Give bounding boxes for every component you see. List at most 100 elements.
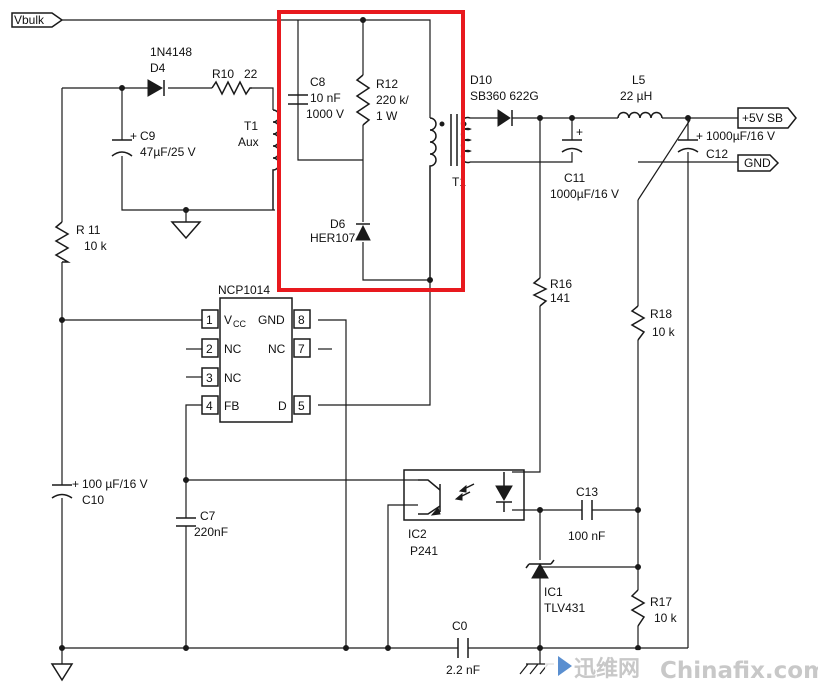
highlight-box	[277, 10, 465, 292]
svg-text:D6: D6	[330, 217, 346, 231]
inductor-l5: L5 22 µH	[617, 73, 663, 119]
shunt-regulator-ic1: IC1 TLV431	[525, 559, 585, 615]
svg-text:NC: NC	[268, 342, 286, 356]
svg-text:10 k: 10 k	[654, 611, 678, 625]
svg-text:Vbulk: Vbulk	[14, 13, 45, 27]
svg-text:NC: NC	[224, 342, 242, 356]
svg-text:47µF/25 V: 47µF/25 V	[140, 145, 196, 159]
svg-text:100 nF: 100 nF	[568, 529, 605, 543]
capacitor-c0: C0 2.2 nF	[446, 619, 480, 677]
capacitor-c10: + 100 µF/16 V C10	[51, 477, 148, 507]
svg-text:220nF: 220nF	[194, 525, 228, 539]
svg-text:1N4148: 1N4148	[150, 45, 192, 59]
svg-text:T1: T1	[244, 119, 258, 133]
resistor-r17: R17 10 k	[630, 589, 678, 627]
resistor-r16: R16 141	[532, 277, 572, 307]
svg-text:FB: FB	[224, 399, 239, 413]
svg-text:GND: GND	[744, 156, 771, 170]
svg-text:R12: R12	[376, 77, 398, 91]
svg-text:L5: L5	[632, 73, 646, 87]
svg-text:C10: C10	[82, 493, 104, 507]
svg-text:220 k/: 220 k/	[376, 93, 409, 107]
svg-text:10 k: 10 k	[652, 325, 676, 339]
wires	[61, 19, 738, 649]
svg-text:8: 8	[298, 313, 305, 327]
svg-text:3: 3	[206, 371, 213, 385]
svg-text:R18: R18	[650, 307, 672, 321]
resistor-r11: R 11 10 k	[54, 221, 108, 263]
svg-text:+: +	[576, 125, 583, 139]
optocoupler-ic2: IC2 P241	[403, 469, 525, 558]
svg-text:1 W: 1 W	[376, 109, 398, 123]
capacitor-c11: + C11 1000µF/16 V	[550, 125, 619, 201]
svg-text:IC2: IC2	[408, 527, 427, 541]
svg-text:D: D	[278, 399, 287, 413]
resistor-r12: R12 220 k/ 1 W	[355, 74, 409, 126]
svg-text:+: +	[696, 129, 703, 143]
chassis-ground-icon	[519, 648, 554, 675]
svg-text:C0: C0	[452, 619, 468, 633]
out5v-flag: +5V SB	[737, 107, 797, 129]
controller-ic-ncp1014: NCP1014 1 V CC 2 NC 3 NC 4 FB 8 GND 7 NC…	[201, 283, 311, 423]
svg-text:C9: C9	[140, 129, 156, 143]
svg-text:22 µH: 22 µH	[620, 89, 652, 103]
svg-text:R10: R10	[212, 67, 234, 81]
svg-text:Chinafix.com: Chinafix.com	[660, 658, 818, 684]
ground-icon	[50, 648, 74, 682]
svg-text:10 nF: 10 nF	[310, 91, 341, 105]
svg-text:C8: C8	[310, 75, 326, 89]
svg-text:141: 141	[550, 291, 570, 305]
vbulk-flag: Vbulk	[11, 12, 64, 28]
svg-text:5: 5	[298, 399, 305, 413]
capacitor-c7: C7 220nF	[176, 509, 228, 539]
resistor-r10: R10 22	[211, 67, 258, 96]
svg-text:V: V	[224, 313, 232, 327]
diode-d10: D10 SB360 622G	[470, 73, 539, 127]
svg-text:+5V SB: +5V SB	[742, 111, 783, 125]
svg-text:Aux: Aux	[238, 135, 259, 149]
watermark: 迅维网 Chinafix.com	[545, 650, 818, 691]
svg-text:22: 22	[244, 67, 258, 81]
capacitor-c9: + C9 47µF/25 V	[111, 129, 196, 159]
svg-text:+: +	[72, 477, 79, 491]
svg-text:+: +	[130, 129, 137, 143]
svg-text:TLV431: TLV431	[544, 601, 585, 615]
transformer-t1-aux: T1 Aux	[238, 109, 280, 210]
svg-text:D4: D4	[150, 61, 166, 75]
svg-text:1000µF/16 V: 1000µF/16 V	[706, 129, 775, 143]
svg-text:D10: D10	[470, 73, 492, 87]
svg-text:2.2 nF: 2.2 nF	[446, 663, 480, 677]
svg-text:C11: C11	[564, 171, 585, 185]
svg-text:迅维网: 迅维网	[574, 656, 640, 682]
svg-text:4: 4	[206, 399, 213, 413]
ground-icon	[170, 221, 202, 240]
svg-text:C7: C7	[200, 509, 216, 523]
junctions	[59, 17, 691, 651]
diode-d6: D6 HER107	[310, 217, 371, 245]
svg-text:100 µF/16 V: 100 µF/16 V	[82, 477, 148, 491]
svg-text:7: 7	[298, 342, 305, 356]
svg-text:GND: GND	[258, 313, 285, 327]
capacitor-c13: C13 100 nF	[568, 485, 605, 543]
resistor-r18: R18 10 k	[630, 305, 676, 341]
svg-text:2: 2	[206, 342, 213, 356]
capacitor-c12: + 1000µF/16 V C12	[677, 129, 775, 161]
diode-d4: 1N4148 D4	[147, 45, 192, 97]
capacitor-c8: C8 10 nF 1000 V	[288, 75, 344, 121]
svg-text:C12: C12	[706, 147, 728, 161]
svg-text:CC: CC	[233, 319, 246, 329]
svg-text:R16: R16	[550, 277, 572, 291]
gnd-flag: GND	[737, 154, 780, 172]
svg-text:SB360 622G: SB360 622G	[470, 89, 539, 103]
svg-text:C13: C13	[576, 485, 598, 499]
svg-text:IC1: IC1	[544, 585, 563, 599]
svg-text:P241: P241	[410, 544, 438, 558]
svg-text:1: 1	[206, 313, 213, 327]
svg-text:1000µF/16 V: 1000µF/16 V	[550, 187, 619, 201]
svg-text:10 k: 10 k	[84, 239, 108, 253]
svg-text:R 11: R 11	[76, 223, 101, 237]
svg-text:HER107: HER107	[310, 231, 356, 245]
svg-text:NCP1014: NCP1014	[218, 283, 270, 297]
svg-text:NC: NC	[224, 371, 242, 385]
